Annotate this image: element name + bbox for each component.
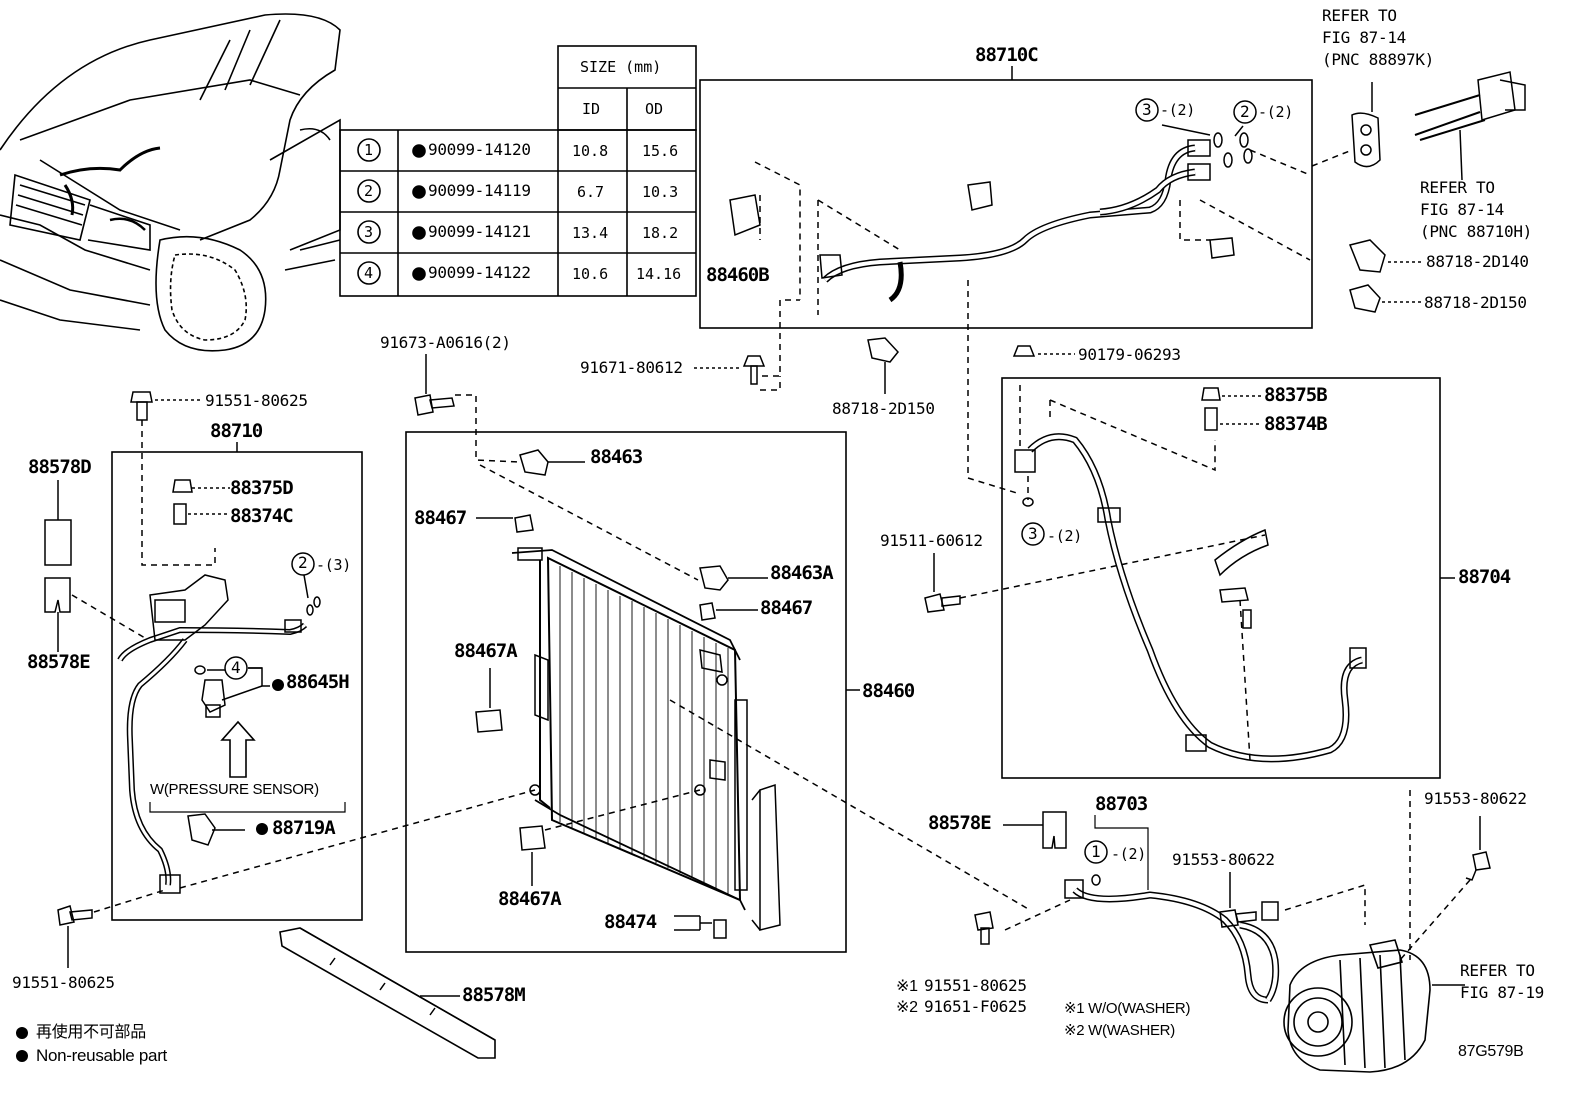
size-table bbox=[339, 45, 697, 297]
size-header: SIZE (mm) bbox=[580, 58, 662, 76]
part-label-88375d[interactable]: 88375D bbox=[230, 477, 294, 499]
box-88460 bbox=[179, 431, 1031, 953]
part-label-88710c[interactable]: 88710C bbox=[975, 44, 1039, 66]
circle-num: 4 bbox=[231, 658, 241, 677]
part-number-90099-14122[interactable]: 90099-14122 bbox=[428, 263, 531, 282]
circle-num: 3 bbox=[1028, 524, 1038, 543]
part-label-91651-f0625-note[interactable]: 91651-F0625 bbox=[924, 997, 1027, 1016]
part-label-88374b[interactable]: 88374B bbox=[1264, 413, 1328, 435]
refer-note-mid-b: FIG 87-14 bbox=[1420, 200, 1504, 219]
figure-code: 87G579B bbox=[1458, 1043, 1524, 1060]
part-label-88467a-upper[interactable]: 88467A bbox=[454, 640, 518, 662]
part-label-88460[interactable]: 88460 bbox=[862, 680, 915, 702]
pads-88578-left bbox=[44, 480, 146, 652]
od-value: 15.6 bbox=[642, 142, 679, 160]
circle-num: 3 bbox=[1142, 100, 1152, 119]
part-label-90179-06293[interactable]: 90179-06293 bbox=[1078, 345, 1181, 364]
washer-note-with: ※2 W(WASHER) bbox=[1064, 1022, 1175, 1039]
part-label-91553-80622-mid[interactable]: 91553-80622 bbox=[1172, 850, 1275, 869]
part-label-88718-2d140[interactable]: 88718-2D140 bbox=[1426, 252, 1529, 271]
part-label-88703[interactable]: 88703 bbox=[1095, 793, 1148, 815]
box-88704 bbox=[959, 280, 1455, 779]
refer-note-mid-c: (PNC 88710H) bbox=[1420, 222, 1532, 241]
part-label-88460b[interactable]: 88460B bbox=[706, 264, 770, 286]
refer-note-top-c: (PNC 88897K) bbox=[1322, 50, 1434, 69]
part-label-88467a-lower[interactable]: 88467A bbox=[498, 888, 562, 910]
part-label-88463a[interactable]: 88463A bbox=[770, 562, 834, 584]
part-label-91671-80612[interactable]: 91671-80612 bbox=[580, 358, 683, 377]
pressure-sensor-note: W(PRESSURE SENSOR) bbox=[150, 781, 319, 798]
compressor bbox=[1283, 939, 1465, 1073]
part-label-88474[interactable]: 88474 bbox=[604, 911, 657, 933]
part-label-88578m[interactable]: 88578M bbox=[462, 984, 526, 1006]
id-value: 6.7 bbox=[577, 183, 605, 201]
part-label-88578d[interactable]: 88578D bbox=[28, 456, 92, 478]
note-mark-1: ※1 bbox=[896, 978, 918, 995]
pad-88578m bbox=[279, 927, 496, 1059]
hose-88703 bbox=[974, 790, 1491, 1004]
refer-note-bottom-a: REFER TO bbox=[1460, 961, 1535, 980]
row-num: 3 bbox=[364, 223, 374, 241]
legend-japanese: 再使用不可部品 bbox=[36, 1024, 146, 1041]
od-header: OD bbox=[645, 100, 664, 118]
note-mark-2: ※2 bbox=[896, 999, 918, 1016]
circle-num: 1 bbox=[1091, 842, 1101, 861]
bolts-top-mid bbox=[414, 299, 800, 463]
part-label-88718-2d150[interactable]: 88718-2D150 bbox=[1424, 293, 1527, 312]
part-number-90099-14121[interactable]: 90099-14121 bbox=[428, 222, 531, 241]
id-value: 10.8 bbox=[572, 142, 609, 160]
id-header: ID bbox=[582, 100, 601, 118]
od-value: 10.3 bbox=[642, 183, 679, 201]
washer-note-without: ※1 W/O(WASHER) bbox=[1064, 1000, 1191, 1017]
refer-fitting-parts bbox=[1311, 71, 1526, 181]
part-number-90099-14120[interactable]: 90099-14120 bbox=[428, 140, 531, 159]
part-label-88645h[interactable]: 88645H bbox=[286, 671, 350, 693]
od-value: 14.16 bbox=[636, 265, 682, 283]
row-num: 1 bbox=[364, 141, 374, 159]
valve-caps-right bbox=[1012, 345, 1262, 431]
box-88710 bbox=[57, 391, 363, 968]
part-label-91553-80622-right[interactable]: 91553-80622 bbox=[1424, 789, 1527, 808]
bolt-91511 bbox=[924, 553, 961, 613]
part-label-91551-80625-left[interactable]: 91551-80625 bbox=[12, 973, 115, 992]
refer-note-mid-a: REFER TO bbox=[1420, 178, 1495, 197]
part-label-88463[interactable]: 88463 bbox=[590, 446, 643, 468]
row-num: 4 bbox=[364, 264, 374, 282]
od-value: 18.2 bbox=[642, 224, 679, 242]
part-label-88374c[interactable]: 88374C bbox=[230, 505, 294, 527]
part-label-88719a[interactable]: 88719A bbox=[272, 817, 336, 839]
part-label-88704[interactable]: 88704 bbox=[1458, 566, 1511, 588]
refer-note-bottom-b: FIG 87-19 bbox=[1460, 983, 1544, 1002]
legend-non-reusable: Non-reusable part bbox=[36, 1046, 167, 1065]
id-value: 10.6 bbox=[572, 265, 609, 283]
refer-note-top-a: REFER TO bbox=[1322, 6, 1397, 25]
id-value: 13.4 bbox=[572, 224, 609, 242]
qty-label: -(2) bbox=[1047, 527, 1082, 545]
part-label-88718-2d150-mid[interactable]: 88718-2D150 bbox=[832, 399, 935, 418]
qty-label: -(3) bbox=[316, 556, 351, 574]
clamp-88718 bbox=[867, 239, 1424, 394]
part-label-88710[interactable]: 88710 bbox=[210, 420, 263, 442]
qty-label: -(2) bbox=[1111, 845, 1146, 863]
refer-note-top-b: FIG 87-14 bbox=[1322, 28, 1406, 47]
circle-num: 2 bbox=[1240, 102, 1250, 121]
part-label-88467-mid[interactable]: 88467 bbox=[760, 597, 813, 619]
part-label-88375b[interactable]: 88375B bbox=[1264, 384, 1328, 406]
part-label-88467-top[interactable]: 88467 bbox=[414, 507, 467, 529]
box-88710c bbox=[699, 66, 1313, 329]
part-label-91673-a0616[interactable]: 91673-A0616(2) bbox=[380, 333, 511, 352]
qty-label: -(2) bbox=[1160, 101, 1195, 119]
circle-num: 2 bbox=[298, 553, 308, 572]
qty-label: -(2) bbox=[1258, 103, 1293, 121]
part-label-88578e-right[interactable]: 88578E bbox=[928, 812, 992, 834]
part-number-90099-14119[interactable]: 90099-14119 bbox=[428, 181, 531, 200]
vehicle-illustration bbox=[0, 13, 341, 352]
part-label-88578e-left[interactable]: 88578E bbox=[27, 651, 91, 673]
part-label-91551-80625-top[interactable]: 91551-80625 bbox=[205, 391, 308, 410]
part-label-91551-80625-note[interactable]: 91551-80625 bbox=[924, 976, 1027, 995]
part-label-91511-60612[interactable]: 91511-60612 bbox=[880, 531, 983, 550]
row-num: 2 bbox=[364, 182, 374, 200]
